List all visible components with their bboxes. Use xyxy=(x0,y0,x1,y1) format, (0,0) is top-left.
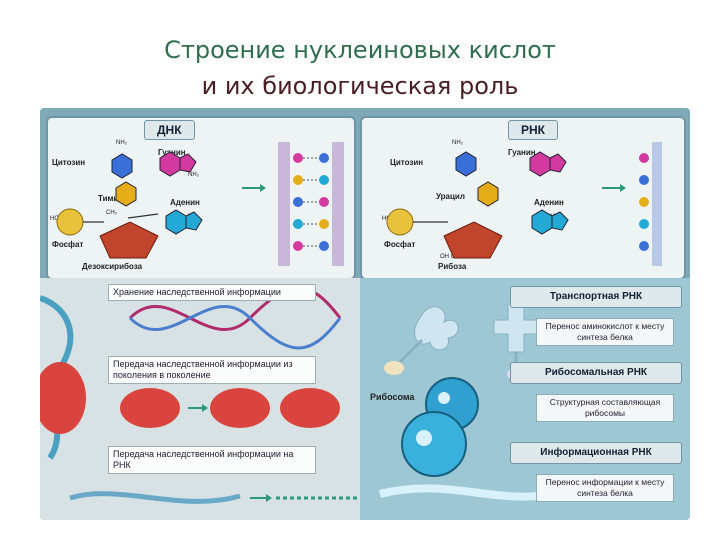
dna-functions-area: Хранение наследственной информации Перед… xyxy=(40,278,360,520)
rna-types-area: Транспортная РНК Перенос аминокислот к м… xyxy=(360,278,690,520)
dna-sugar-label: Дезоксирибоза xyxy=(82,262,143,271)
dna-guanine-nh2: NH₂ xyxy=(188,172,199,178)
messenger-rna-desc: Перенос информации к месту синтеза белка xyxy=(536,474,674,502)
transfer-caption: Передача наследственной информации из по… xyxy=(108,356,316,384)
rna-uracil-label: Урацил xyxy=(436,192,465,201)
dna-ch2: CH₂ xyxy=(106,210,117,216)
transport-rna-header: Транспортная РНК xyxy=(510,286,682,308)
storage-caption: Хранение наследственной информации xyxy=(108,284,316,301)
rna-cytosine-label: Цитозин xyxy=(390,158,424,167)
ribosome-label: Рибосома xyxy=(370,392,415,402)
page-subtitle: и их биологическая роль xyxy=(201,72,519,100)
rna-tab: РНК xyxy=(508,120,558,140)
ribosomal-rna-desc: Структурная составляющая рибосомы xyxy=(536,394,674,422)
dna-phosphate-ho: HO xyxy=(50,216,59,222)
dna-cytosine-nh2: NH₂ xyxy=(116,140,127,146)
dna-functions-illustration xyxy=(40,286,360,504)
dna-panel: ДНК Цитозин Гуанин Тимин Аденин Фосфат Д… xyxy=(46,116,356,280)
poster: ДНК Цитозин Гуанин Тимин Аденин Фосфат Д… xyxy=(40,108,690,520)
ribosomal-rna-header: Рибосомальная РНК xyxy=(510,362,682,384)
rna-adenine-label: Аденин xyxy=(534,198,564,207)
dna-structure-drawing xyxy=(56,142,344,266)
dna-cytosine-label: Цитозин xyxy=(52,158,86,167)
dna-phosphate-label: Фосфат xyxy=(52,240,84,249)
rna-sugar-label: Рибоза xyxy=(438,262,467,271)
transport-rna-desc: Перенос аминокислот к месту синтеза белк… xyxy=(536,318,674,346)
to-rna-caption: Передача наследственной информации на РН… xyxy=(108,446,316,474)
rna-phosphate-ho: HO xyxy=(382,216,391,222)
rna-structure-drawing xyxy=(386,142,662,266)
page-title: Строение нуклеиновых кислот xyxy=(164,36,556,64)
dna-tab: ДНК xyxy=(144,120,195,140)
dna-adenine-label: Аденин xyxy=(170,198,200,207)
rna-phosphate-label: Фосфат xyxy=(384,240,416,249)
messenger-rna-header: Информационная РНК xyxy=(510,442,682,464)
rna-sugar-ohoh: OH OH xyxy=(440,254,460,260)
rna-cytosine-nh2: NH₂ xyxy=(452,140,463,146)
rna-guanine-label: Гуанин xyxy=(508,148,536,157)
dna-thymine-label: Тимин xyxy=(98,194,124,203)
rna-panel: РНК Цитозин Гуанин Урацил Аденин Фосфат … xyxy=(360,116,686,280)
